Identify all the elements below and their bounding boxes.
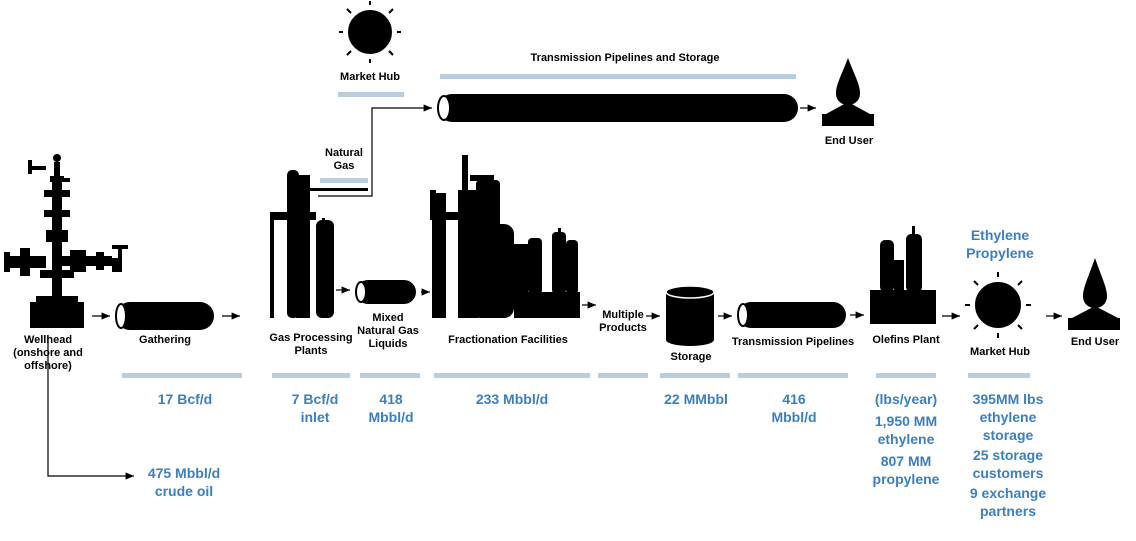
bar-natural-gas (320, 178, 368, 183)
value-transmission-line2: Mbbl/d (771, 409, 817, 425)
end-user-icon (1068, 258, 1120, 330)
bar-top-transmission (440, 74, 796, 79)
value-mixed-ngl-line1: 418 (379, 391, 403, 407)
label-gathering: Gathering (139, 334, 191, 346)
label-fractionation: Fractionation Facilities (448, 334, 568, 346)
value-crude-line2: crude oil (154, 483, 214, 499)
label-multiple-products-line1: Multiple (602, 309, 644, 321)
value-gathering: 17 Bcf/d (157, 391, 213, 407)
value-crude-oil: 475 Mbbl/d crude oil (132, 464, 236, 500)
value-crude-line1: 475 Mbbl/d (147, 465, 221, 481)
value-hub-storage-line3: storage (982, 427, 1034, 443)
transmission-pipe-icon (737, 302, 846, 328)
label-transmission-pipelines: Transmission Pipelines (731, 336, 855, 348)
value-gas-processing-line2: inlet (300, 409, 330, 425)
value-olefins-ethylene-amount: 1,950 MM (874, 413, 938, 429)
value-hub-partners-line2: partners (979, 503, 1037, 519)
label-top-market-hub: Market Hub (340, 71, 400, 83)
label-end-user: End User (1070, 336, 1120, 348)
wellhead-icon (4, 154, 128, 328)
value-hub-customers-line2: customers (972, 465, 1044, 481)
label-top-end-user: End User (824, 135, 874, 147)
value-hub-storage-line2: ethylene (979, 409, 1037, 425)
value-storage: 22 MMbbl (664, 391, 728, 407)
bar-mixed-ngl (360, 373, 420, 378)
label-mixed-ngl-line3: Liquids (368, 338, 408, 350)
market-hub-icon (965, 272, 1031, 338)
bar-olefins (876, 373, 936, 378)
bar-market-hub (968, 373, 1030, 378)
value-gas-processing: 7 Bcf/d inlet (268, 390, 362, 426)
bar-transmission (738, 373, 848, 378)
label-ethylene: Ethylene (970, 227, 1030, 243)
olefins-plant-icon (870, 226, 936, 324)
value-olefins-propylene-amount: 807 MM (880, 453, 932, 469)
top-end-user-icon (822, 58, 874, 126)
label-gas-processing: Gas Processing Plants (262, 332, 360, 358)
bar-storage (660, 373, 730, 378)
label-multiple-products-line2: Products (599, 322, 647, 334)
label-top-transmission: Transmission Pipelines and Storage (530, 52, 720, 64)
bar-top-market-hub (338, 92, 404, 97)
label-market-hub: Market Hub (970, 346, 1030, 358)
top-transmission-pipe-icon (437, 94, 798, 122)
flow-arrows (47, 104, 1062, 480)
label-gas-processing-line2: Plants (294, 345, 328, 357)
value-olefins: (lbs/year) 1,950 MM ethylene 807 MM prop… (856, 390, 956, 488)
value-transmission-line1: 416 (782, 391, 806, 407)
value-market-hub: 395MM lbs ethylene storage 25 storage cu… (950, 390, 1066, 520)
bar-fractionation (434, 373, 590, 378)
value-hub-customers-line1: 25 storage (972, 447, 1044, 463)
gathering-pipe-icon (115, 302, 214, 330)
value-olefins-ethylene-label: ethylene (877, 431, 935, 447)
label-wellhead-line2: (onshore and (13, 347, 83, 359)
label-natural-gas: Natural Gas (316, 147, 372, 173)
label-wellhead: Wellhead (onshore and offshore) (8, 334, 88, 373)
value-olefins-propylene-label: propylene (872, 471, 940, 487)
value-gas-processing-line1: 7 Bcf/d (291, 391, 339, 407)
top-market-hub-icon (339, 1, 401, 63)
label-wellhead-line1: Wellhead (23, 334, 73, 346)
label-gas-processing-line1: Gas Processing (269, 332, 353, 344)
bar-multiple-products (598, 373, 648, 378)
value-transmission: 416 Mbbl/d (748, 390, 840, 426)
label-natural-gas-line1: Natural (325, 147, 363, 159)
label-natural-gas-line2: Gas (333, 160, 355, 172)
label-multiple-products: Multiple Products (592, 309, 654, 335)
value-olefins-unit: (lbs/year) (874, 391, 938, 407)
storage-tank-icon (665, 285, 715, 346)
label-mixed-ngl-line1: Mixed (372, 312, 404, 324)
ngl-tank-icon (355, 280, 416, 304)
value-hub-storage-line1: 395MM lbs (972, 391, 1044, 407)
value-hub-partners-line1: 9 exchange (969, 485, 1047, 501)
value-mixed-ngl: 418 Mbbl/d (356, 390, 426, 426)
label-mixed-ngl-line2: Natural Gas (357, 325, 419, 337)
label-propylene: Propylene (966, 245, 1034, 261)
label-mixed-ngl: Mixed Natural Gas Liquids (350, 312, 426, 351)
fractionation-facility-icon (430, 155, 580, 318)
label-storage: Storage (670, 351, 712, 363)
value-mixed-ngl-line2: Mbbl/d (368, 409, 414, 425)
bar-gas-processing (272, 373, 350, 378)
gas-processing-plant-icon (270, 170, 368, 318)
label-olefins-plant: Olefins Plant (872, 334, 940, 346)
label-wellhead-line3: offshore) (24, 360, 72, 372)
value-fractionation: 233 Mbbl/d (475, 391, 549, 407)
bar-gathering (122, 373, 242, 378)
label-ethylene-propylene: Ethylene Propylene (950, 226, 1050, 262)
